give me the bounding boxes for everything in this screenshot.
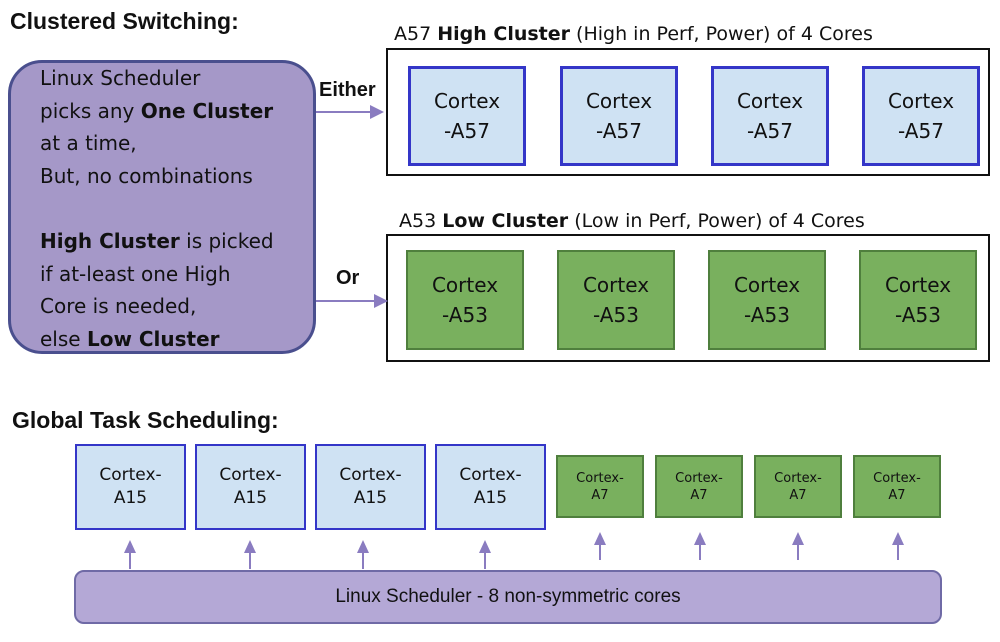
core-label-line2: -A57 [747,119,793,143]
either-arrow-head [370,105,384,119]
core-label-line2: A7 [690,487,708,503]
cortex-a15-core: Cortex- A15 [315,444,426,530]
core-label-line2: A15 [473,488,508,508]
core-label-line1: Cortex [582,273,650,297]
cortex-a57-core: Cortex -A57 [408,66,526,166]
low-cluster-title: A53 Low Cluster (Low in Perf, Power) of … [399,210,865,232]
scheduler-line: if at-least one High [40,258,310,291]
core-label-line2: A15 [353,488,388,508]
global-task-scheduling-heading: Global Task Scheduling: [12,407,279,433]
scheduler-line: at a time, [40,127,310,160]
scheduler-line: High Cluster is picked [40,225,310,258]
cortex-a53-core: Cortex -A53 [859,250,977,350]
scheduler-line: Core is needed, [40,290,310,323]
core-label-line1: Cortex- [675,470,723,486]
core-label-line2: A7 [591,487,609,503]
cortex-a7-core: Cortex-A7 [853,455,941,518]
or-label: Or [336,267,360,289]
scheduler-line-text: Core is needed, [40,294,197,319]
core-label-line1: Cortex- [459,465,522,485]
cortex-a53-core: Cortex -A53 [406,250,524,350]
up-arrow-head [694,532,706,545]
core-label-line1: Cortex [884,273,952,297]
core-label-line2: -A53 [895,303,941,327]
low-cluster-title-suffix: (Low in Perf, Power) of 4 Cores [568,210,865,232]
cortex-a53-core: Cortex -A53 [708,250,826,350]
scheduler-line-bold: Low Cluster [86,326,220,351]
core-label-line1: Cortex [887,89,955,113]
cortex-a57-core: Cortex -A57 [711,66,829,166]
core-label-line2: A15 [233,488,268,508]
cortex-a15-core: Cortex- A15 [195,444,306,530]
core-label-line2: -A53 [744,303,790,327]
high-cluster-title-suffix: (High in Perf, Power) of 4 Cores [570,23,873,45]
either-label: Either [319,79,376,101]
global-scheduler-bar: Linux Scheduler - 8 non-symmetric cores [74,570,942,624]
low-cluster-title-bold: Low Cluster [442,210,569,232]
core-label-line1: Cortex- [576,470,624,486]
core-label-line1: Cortex [433,89,501,113]
scheduler-line-text: But, no combinations [40,163,253,188]
scheduler-line: But, no combinations [40,160,310,193]
cortex-a15-core: Cortex- A15 [75,444,186,530]
or-arrow-head [374,294,388,308]
cortex-a57-core: Cortex -A57 [862,66,980,166]
core-label-line1: Cortex- [339,465,402,485]
scheduler-line-text: if at-least one High [40,261,231,286]
up-arrow-head [479,540,491,553]
core-label-line1: Cortex [431,273,499,297]
scheduler-line: else Low Cluster [40,323,310,356]
cortex-a7-core: Cortex-A7 [754,455,842,518]
core-label-line1: Cortex- [219,465,282,485]
cortex-a15-core: Cortex- A15 [435,444,546,530]
up-arrow-head [792,532,804,545]
core-label-line2: -A53 [442,303,488,327]
core-label-line2: -A57 [898,119,944,143]
scheduler-line-text: else [40,326,87,351]
core-label-line2: -A57 [444,119,490,143]
up-arrow-head [244,540,256,553]
high-cluster-title-bold: High Cluster [437,23,571,45]
up-arrow-head [357,540,369,553]
scheduler-line: picks any One Cluster [40,95,310,128]
linux-scheduler-box [8,60,316,354]
core-label-line1: Cortex- [873,470,921,486]
scheduler-line-text: is picked [179,228,274,253]
scheduler-line-text: at a time, [40,131,137,156]
cortex-a57-core: Cortex -A57 [560,66,678,166]
core-label-line1: Cortex [585,89,653,113]
up-arrow-head [892,532,904,545]
scheduler-line: Linux Scheduler [40,62,310,95]
scheduler-line-text: Linux Scheduler [40,66,201,90]
core-label-line1: Cortex- [99,465,162,485]
cortex-a53-core: Cortex -A53 [557,250,675,350]
high-cluster-title: A57 High Cluster (High in Perf, Power) o… [394,23,873,45]
global-scheduler-label: Linux Scheduler - 8 non-symmetric cores [335,586,681,607]
high-cluster-title-prefix: A57 [394,23,438,45]
up-arrow-head [124,540,136,553]
up-arrow-head [594,532,606,545]
core-label-line2: -A53 [593,303,639,327]
clustered-switching-heading: Clustered Switching: [10,8,239,34]
core-label-line2: A7 [789,487,807,503]
scheduler-line-text: picks any [40,98,141,123]
core-label-line1: Cortex [736,89,804,113]
scheduler-line-bold: One Cluster [140,98,274,123]
core-label-line1: Cortex- [774,470,822,486]
core-label-line2: A15 [113,488,148,508]
scheduler-line-bold: High Cluster [40,228,180,253]
core-label-line2: -A57 [596,119,642,143]
cortex-a7-core: Cortex-A7 [655,455,743,518]
core-label-line2: A7 [888,487,906,503]
core-label-line1: Cortex [733,273,801,297]
cortex-a7-core: Cortex-A7 [556,455,644,518]
low-cluster-title-prefix: A53 [399,210,443,232]
